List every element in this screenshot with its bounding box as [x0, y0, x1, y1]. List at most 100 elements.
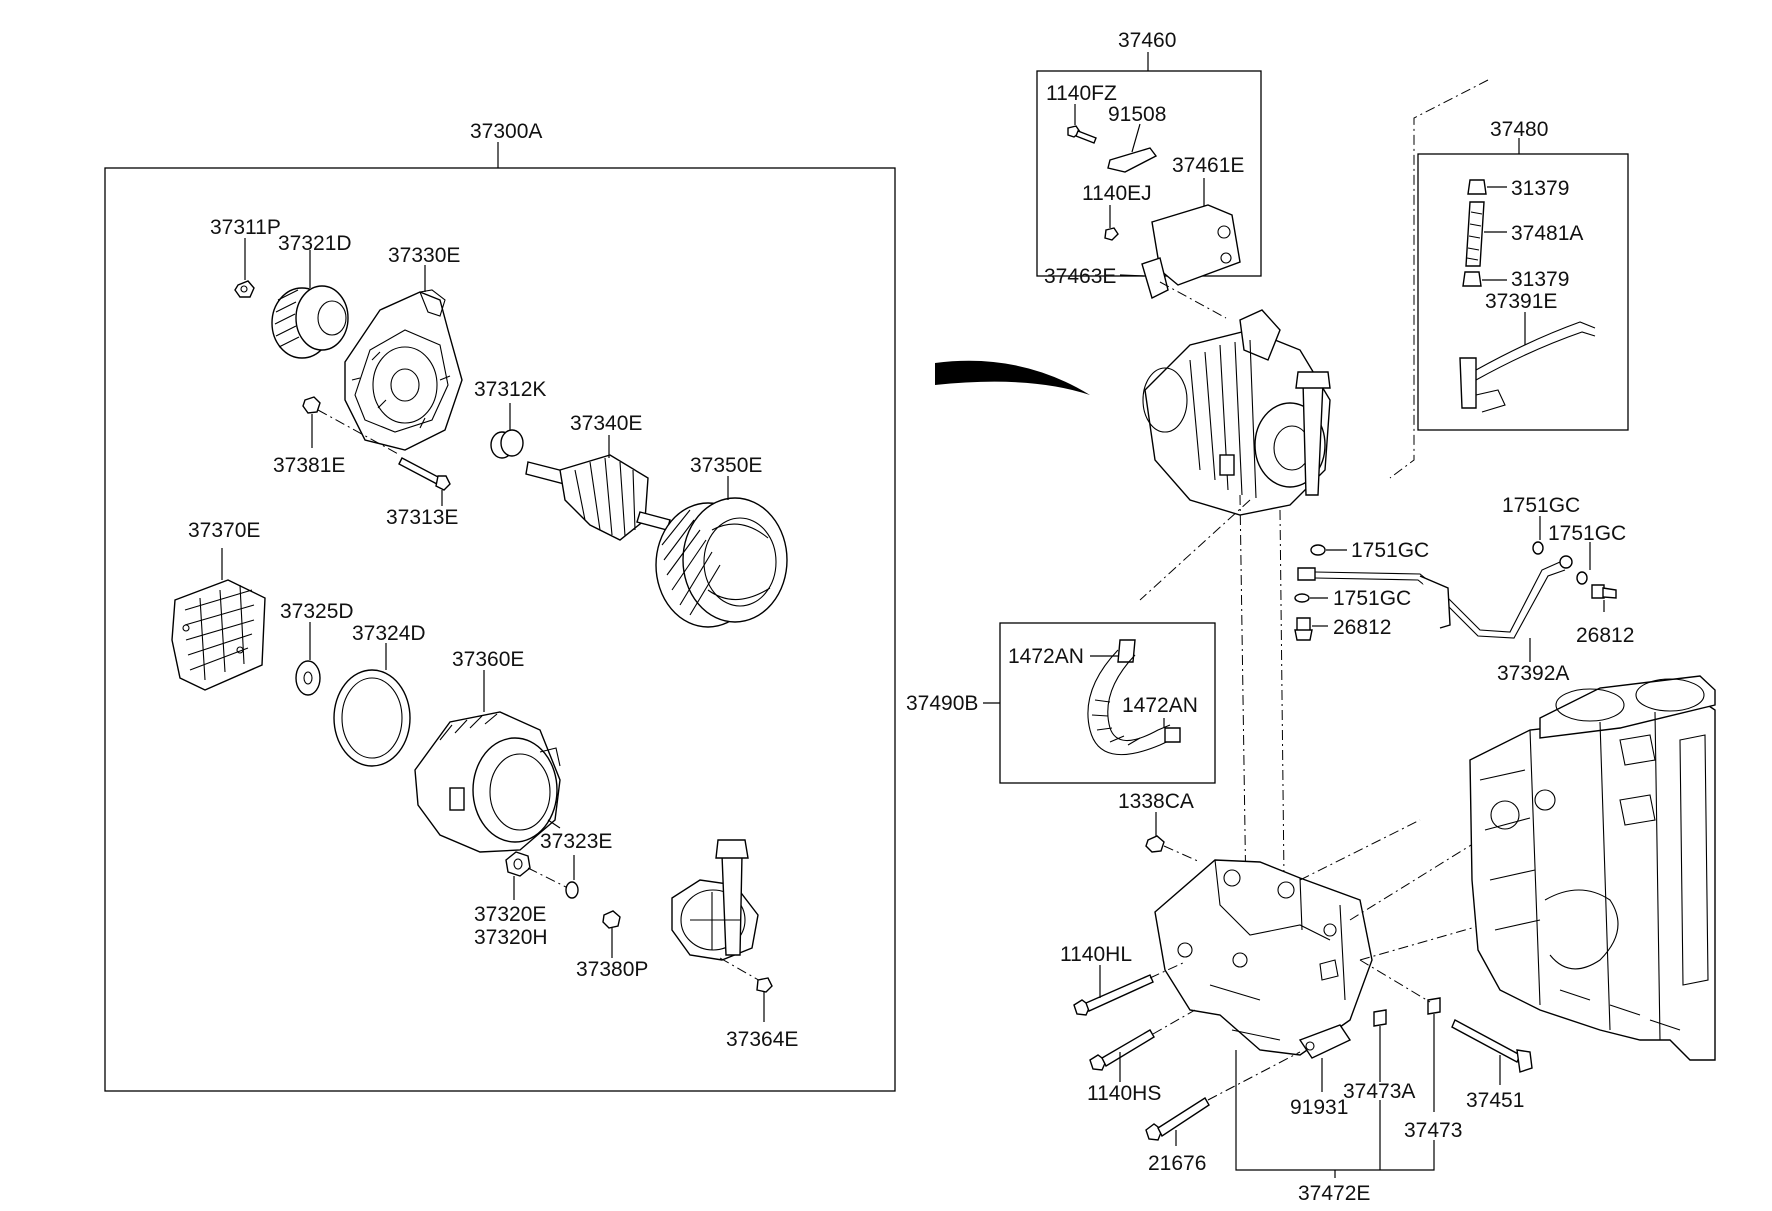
part-91931[interactable]: 91931 — [1290, 1024, 1352, 1119]
part-91508[interactable]: 91508 — [1107, 103, 1166, 173]
label-37463E[interactable]: 37463E — [1044, 265, 1116, 288]
label-37324D[interactable]: 37324D — [352, 622, 426, 645]
part-1140HS[interactable]: 1140HS — [1087, 1009, 1196, 1105]
label-37370E[interactable]: 37370E — [188, 519, 260, 542]
part-1472AN-upper[interactable]: 1472AN — [1008, 645, 1118, 668]
part-37481A[interactable]: 37481A — [1465, 201, 1583, 267]
part-26812-right[interactable]: 26812 — [1576, 584, 1634, 647]
part-37360E[interactable]: 37360E — [414, 648, 561, 853]
part-31379-lower[interactable]: 31379 — [1462, 268, 1569, 291]
label-1472AN-b[interactable]: 1472AN — [1122, 694, 1198, 717]
label-37391E[interactable]: 37391E — [1485, 290, 1557, 313]
label-37340E[interactable]: 37340E — [570, 412, 642, 435]
part-1338CA[interactable]: 1338CA — [1118, 790, 1201, 863]
label-37364E[interactable]: 37364E — [726, 1028, 798, 1051]
part-37392A[interactable]: 37392A — [1297, 555, 1573, 685]
label-37473A[interactable]: 37473A — [1343, 1080, 1415, 1103]
label-37311P[interactable]: 37311P — [210, 216, 281, 239]
part-mounting-bracket[interactable] — [1154, 859, 1373, 1056]
label-26812-b[interactable]: 26812 — [1576, 624, 1634, 647]
part-1751GC-top[interactable]: 1751GC — [1502, 494, 1580, 555]
group-37460: 37460 1140FZ 91508 37461E 1140EJ — [1036, 29, 1262, 300]
label-37321D[interactable]: 37321D — [278, 232, 352, 255]
label-37320H[interactable]: 37320H — [474, 926, 548, 949]
part-37370E[interactable]: 37370E — [171, 519, 266, 691]
part-1751GC-upper[interactable]: 1751GC — [1310, 539, 1429, 562]
label-37300A[interactable]: 37300A — [470, 120, 542, 143]
direction-arrow — [935, 360, 1090, 395]
label-37392A[interactable]: 37392A — [1497, 662, 1569, 685]
label-37481A[interactable]: 37481A — [1511, 222, 1583, 245]
part-37381E[interactable]: 37381E — [273, 396, 401, 477]
part-vacuum-hose[interactable] — [1087, 639, 1181, 756]
callout-37472E: 37472E — [1235, 1050, 1435, 1205]
label-37480[interactable]: 37480 — [1490, 118, 1548, 141]
label-37313E[interactable]: 37313E — [386, 506, 458, 529]
part-31379-upper[interactable]: 31379 — [1467, 177, 1569, 200]
part-37330E[interactable]: 37330E — [344, 244, 463, 451]
part-37451[interactable]: 37451 — [1451, 1019, 1533, 1112]
part-37313E[interactable]: 37313E — [386, 457, 458, 529]
part-37461E[interactable]: 37461E — [1151, 154, 1244, 286]
label-1140HS[interactable]: 1140HS — [1087, 1082, 1161, 1105]
label-1751GC-d[interactable]: 1751GC — [1548, 522, 1626, 545]
label-1140FZ[interactable]: 1140FZ — [1046, 82, 1117, 105]
part-37350E[interactable]: 37350E — [655, 454, 788, 628]
part-alternator-assembly[interactable] — [1142, 309, 1331, 516]
label-1751GC-a[interactable]: 1751GC — [1351, 539, 1429, 562]
label-37490B[interactable]: 37490B — [906, 692, 978, 715]
label-37325D[interactable]: 37325D — [280, 600, 354, 623]
part-37391E[interactable]: 37391E — [1459, 290, 1596, 413]
label-31379-upper[interactable]: 31379 — [1511, 177, 1569, 200]
part-37320E[interactable]: 37320E 37320H — [474, 851, 569, 949]
label-37473[interactable]: 37473 — [1404, 1119, 1462, 1142]
label-37461E[interactable]: 37461E — [1172, 154, 1244, 177]
label-37380P[interactable]: 37380P — [576, 958, 648, 981]
part-37473[interactable]: 37473 — [1359, 959, 1462, 1142]
label-91931[interactable]: 91931 — [1290, 1096, 1348, 1119]
label-1751GC-c[interactable]: 1751GC — [1502, 494, 1580, 517]
label-37330E[interactable]: 37330E — [388, 244, 460, 267]
part-26812-left[interactable]: 26812 — [1294, 616, 1391, 641]
label-37381E[interactable]: 37381E — [273, 454, 345, 477]
part-1140EJ[interactable]: 1140EJ — [1082, 182, 1152, 241]
part-37325D[interactable]: 37325D — [280, 600, 354, 696]
label-37472E[interactable]: 37472E — [1298, 1182, 1370, 1205]
part-37312K[interactable]: 37312K — [474, 378, 546, 459]
part-21676[interactable]: 21676 — [1145, 1051, 1301, 1175]
part-37323E[interactable]: 37323E — [540, 830, 612, 899]
label-31379-lower[interactable]: 31379 — [1511, 268, 1569, 291]
label-91508[interactable]: 91508 — [1108, 103, 1166, 126]
part-1472AN-lower[interactable]: 1472AN — [1122, 694, 1198, 728]
label-37360E[interactable]: 37360E — [452, 648, 524, 671]
group-37480: 37480 31379 37481A 31379 37391E — [1417, 118, 1629, 431]
label-1140HL[interactable]: 1140HL — [1060, 943, 1132, 966]
label-1140EJ[interactable]: 1140EJ — [1082, 182, 1152, 205]
part-1751GC-right[interactable]: 1751GC — [1548, 522, 1626, 585]
label-37460[interactable]: 37460 — [1118, 29, 1176, 52]
part-engine-block — [1469, 675, 1716, 1061]
part-37311P[interactable]: 37311P — [210, 216, 281, 298]
part-37324D[interactable]: 37324D — [333, 622, 426, 767]
label-21676[interactable]: 21676 — [1148, 1152, 1206, 1175]
part-vacuum-pump[interactable] — [671, 839, 763, 983]
label-1472AN-a[interactable]: 1472AN — [1008, 645, 1084, 668]
label-37350E[interactable]: 37350E — [690, 454, 762, 477]
part-37380P[interactable]: 37380P — [576, 910, 648, 981]
label-1751GC-b[interactable]: 1751GC — [1333, 587, 1411, 610]
part-1140FZ[interactable]: 1140FZ — [1046, 82, 1117, 144]
part-37340E[interactable]: 37340E — [525, 412, 671, 541]
label-26812-a[interactable]: 26812 — [1333, 616, 1391, 639]
group-37300A: 37300A 37311P 37321D 37330E — [104, 120, 896, 1092]
part-1140HL[interactable]: 1140HL — [1060, 943, 1186, 1016]
part-37321D[interactable]: 37321D — [271, 232, 352, 359]
label-37320E[interactable]: 37320E — [474, 903, 546, 926]
part-37364E[interactable]: 37364E — [726, 977, 798, 1051]
label-1338CA[interactable]: 1338CA — [1118, 790, 1194, 813]
part-1751GC-lower[interactable]: 1751GC — [1294, 587, 1411, 610]
label-37323E[interactable]: 37323E — [540, 830, 612, 853]
label-37312K[interactable]: 37312K — [474, 378, 546, 401]
part-37463E[interactable]: 37463E — [1044, 257, 1169, 300]
label-37451[interactable]: 37451 — [1466, 1089, 1524, 1112]
part-37473A[interactable]: 37473A — [1343, 1009, 1415, 1103]
